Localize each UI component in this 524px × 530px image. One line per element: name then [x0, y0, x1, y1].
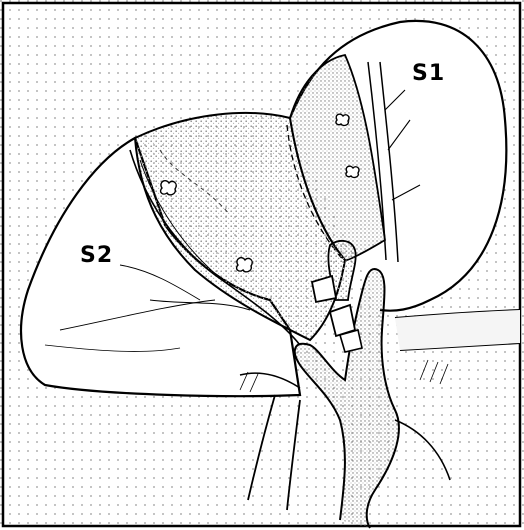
clipped-stump-3 — [340, 330, 362, 352]
label-s1: S1 — [412, 61, 445, 86]
label-s2: S2 — [80, 243, 113, 268]
